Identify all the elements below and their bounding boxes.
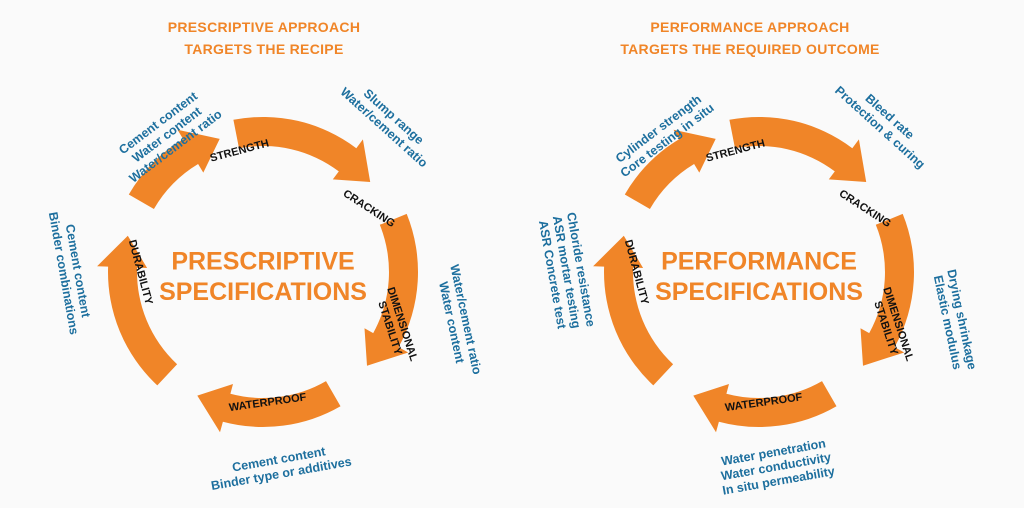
header-line-1: PRESCRIPTIVE APPROACH [167, 19, 361, 35]
stage-cracking-line: CRACKING [837, 188, 893, 230]
dimensional-to-waterproof-arrow [693, 381, 837, 433]
durability-notes: Chloride resistanceASR mortar testingASR… [535, 211, 598, 333]
prescriptive-center-title-line: PRESCRIPTIVE [171, 248, 354, 276]
dimensional-to-waterproof-arrow [197, 381, 341, 433]
header-line-2: TARGETS THE RECIPE [184, 41, 344, 57]
strength-to-cracking-arrow [729, 116, 867, 182]
durability-to-strength-arrow [624, 129, 716, 209]
cracking-to-dimensional-arrow [364, 213, 419, 366]
performance-approach-header: PERFORMANCE APPROACH TARGETS THE REQUIRE… [590, 16, 910, 60]
performance-center-title-line: PERFORMANCE [661, 248, 857, 276]
waterproof-notes: Water penetrationWater conductivityIn si… [716, 436, 836, 498]
durability-notes: Cement contentBinder combinations [46, 208, 96, 335]
strength-to-cracking-arrow [233, 116, 371, 182]
waterproof-to-durability-arrow [97, 235, 178, 386]
dimensional-notes: Drying shrinkageElastic modulus [930, 268, 979, 374]
durability-to-strength-arrow [128, 129, 220, 209]
stage-cracking-line: CRACKING [341, 188, 397, 230]
stage-cracking: CRACKING [341, 188, 397, 230]
stage-cracking: CRACKING [837, 188, 893, 230]
performance-center-title-line: SPECIFICATIONS [655, 278, 863, 306]
header-line-2: TARGETS THE REQUIRED OUTCOME [620, 41, 880, 57]
prescriptive-center-title-line: SPECIFICATIONS [159, 278, 367, 306]
waterproof-notes: Cement contentBinder type or additives [207, 440, 352, 493]
dimensional-notes: Water/cement ratioWater content [433, 263, 484, 379]
cracking-to-dimensional-arrow [860, 213, 915, 366]
header-line-1: PERFORMANCE APPROACH [650, 19, 850, 35]
prescriptive-approach-header: PRESCRIPTIVE APPROACH TARGETS THE RECIPE [104, 16, 424, 60]
waterproof-to-durability-arrow [593, 235, 674, 386]
